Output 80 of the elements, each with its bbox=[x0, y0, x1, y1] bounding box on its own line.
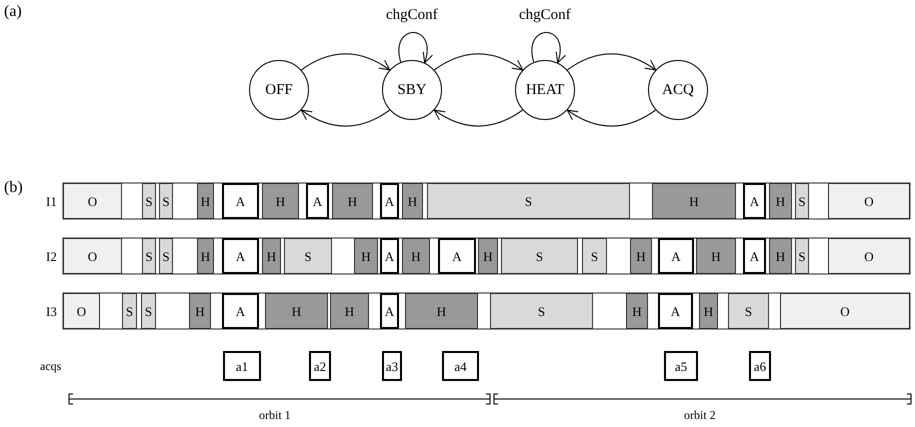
row-label: I1 bbox=[46, 195, 57, 208]
acquisition-box: a2 bbox=[309, 351, 331, 381]
standby-segment: S bbox=[795, 238, 809, 274]
acquisition-segment: A bbox=[222, 183, 259, 219]
acquisition-segment: A bbox=[743, 183, 766, 219]
heat-segment: H bbox=[332, 183, 373, 219]
heat-segment: H bbox=[330, 293, 369, 329]
standby-segment: S bbox=[427, 183, 630, 219]
heat-segment: H bbox=[262, 183, 299, 219]
acquisition-box: a1 bbox=[223, 351, 261, 381]
acquisition-segment: A bbox=[380, 183, 399, 219]
acquisition-segment: A bbox=[306, 183, 329, 219]
standby-segment: S bbox=[501, 238, 578, 274]
acquisition-segment: A bbox=[380, 293, 399, 329]
state-circle: HEAT bbox=[515, 60, 575, 120]
heat-segment: H bbox=[478, 238, 498, 274]
heat-segment: H bbox=[197, 238, 214, 274]
standby-segment: S bbox=[159, 183, 173, 219]
acquisition-segment: A bbox=[658, 238, 694, 274]
self-loop-arrow bbox=[531, 32, 566, 64]
heat-segment: H bbox=[354, 238, 378, 274]
off-segment: O bbox=[63, 293, 100, 329]
self-loop-arrow bbox=[398, 32, 432, 64]
heat-segment: H bbox=[626, 293, 648, 329]
acquisition-segment: A bbox=[380, 238, 399, 274]
arrow bbox=[300, 110, 390, 127]
arrow bbox=[434, 53, 524, 70]
edge-label: chgConf bbox=[518, 8, 572, 23]
acquisition-segment: A bbox=[743, 238, 766, 274]
acquisition-segment: A bbox=[222, 293, 259, 329]
heat-segment: H bbox=[265, 293, 328, 329]
off-segment: O bbox=[828, 238, 910, 274]
standby-segment: S bbox=[728, 293, 769, 329]
standby-segment: S bbox=[122, 293, 137, 329]
standby-segment: S bbox=[142, 183, 156, 219]
standby-segment: S bbox=[142, 238, 156, 274]
acquisition-box: a4 bbox=[442, 351, 479, 381]
off-segment: O bbox=[828, 183, 910, 219]
standby-segment: S bbox=[795, 183, 809, 219]
standby-segment: S bbox=[284, 238, 332, 274]
row-label: I3 bbox=[46, 305, 57, 318]
acquisition-segment: A bbox=[438, 238, 476, 274]
state-circle: SBY bbox=[382, 60, 442, 120]
heat-segment: H bbox=[769, 183, 792, 219]
acquisition-box: a5 bbox=[664, 351, 698, 381]
arrow bbox=[434, 110, 524, 127]
heat-segment: H bbox=[262, 238, 281, 274]
off-segment: O bbox=[780, 293, 910, 329]
axis-label: orbit 1 bbox=[259, 409, 291, 421]
panel-label: (b) bbox=[4, 180, 23, 196]
off-segment: O bbox=[63, 183, 122, 219]
row-label: acqs bbox=[40, 360, 62, 372]
acquisition-box: a6 bbox=[749, 351, 771, 381]
axis-label: orbit 2 bbox=[684, 409, 716, 421]
standby-segment: S bbox=[159, 238, 173, 274]
heat-segment: H bbox=[696, 238, 736, 274]
arrow bbox=[566, 53, 656, 70]
acquisition-segment: A bbox=[222, 238, 259, 274]
heat-segment: H bbox=[402, 238, 430, 274]
off-segment: O bbox=[63, 238, 122, 274]
standby-segment: S bbox=[141, 293, 156, 329]
heat-segment: H bbox=[405, 293, 478, 329]
row-label: I2 bbox=[46, 250, 57, 263]
heat-segment: H bbox=[769, 238, 792, 274]
standby-segment: S bbox=[490, 293, 593, 329]
acquisition-box: a3 bbox=[382, 351, 402, 381]
edge-label: chgConf bbox=[385, 8, 439, 23]
arrow bbox=[566, 110, 656, 127]
state-circle: OFF bbox=[249, 60, 309, 120]
heat-segment: H bbox=[652, 183, 736, 219]
heat-segment: H bbox=[699, 293, 718, 329]
arrow bbox=[300, 53, 390, 70]
panel-label: (a) bbox=[4, 4, 22, 20]
heat-segment: H bbox=[197, 183, 214, 219]
heat-segment: H bbox=[189, 293, 211, 329]
heat-segment: H bbox=[630, 238, 652, 274]
standby-segment: S bbox=[582, 238, 607, 274]
state-circle: ACQ bbox=[648, 60, 708, 120]
acquisition-segment: A bbox=[658, 293, 693, 329]
heat-segment: H bbox=[402, 183, 423, 219]
